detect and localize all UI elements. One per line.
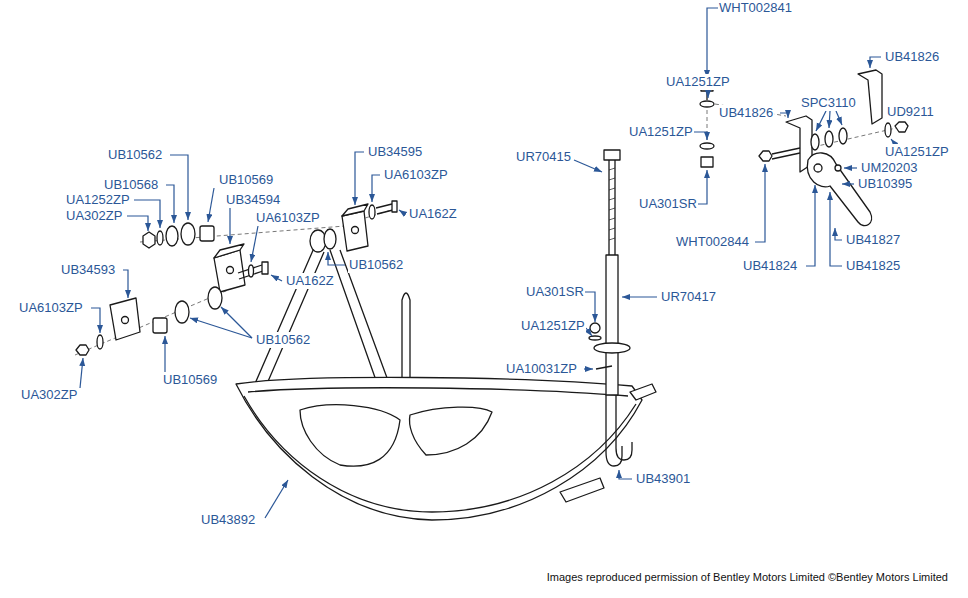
part-number: UA1251ZP bbox=[628, 124, 694, 140]
part-number: UA302ZP bbox=[65, 208, 123, 224]
part-number: UB10395 bbox=[857, 176, 913, 192]
part-number: UB34593 bbox=[60, 262, 116, 278]
part-number: UA301SR bbox=[638, 196, 698, 212]
part-number: UB10562 bbox=[255, 332, 311, 348]
part-number: UB34594 bbox=[225, 192, 281, 208]
part-number: UA6103ZP bbox=[255, 210, 321, 226]
part-number: UA1251ZP bbox=[520, 318, 586, 334]
part-number: UA162Z bbox=[285, 273, 335, 289]
part-number: WHT002841 bbox=[718, 0, 793, 16]
part-number: UA6103ZP bbox=[383, 167, 449, 183]
part-number: UB41826 bbox=[884, 49, 940, 65]
part-number: UA1251ZP bbox=[665, 74, 731, 90]
part-number: UM20203 bbox=[860, 160, 918, 176]
part-number: UA10031ZP bbox=[505, 361, 578, 377]
part-number: UA6103ZP bbox=[18, 300, 84, 316]
part-number: WHT002844 bbox=[675, 234, 750, 250]
part-number: UA301SR bbox=[525, 284, 585, 300]
part-number: UR70415 bbox=[515, 149, 572, 165]
part-number: UB43892 bbox=[200, 512, 256, 528]
part-number: UA302ZP bbox=[20, 387, 78, 403]
part-number: UB34595 bbox=[367, 144, 423, 160]
part-number: UB43901 bbox=[635, 471, 691, 487]
part-number: SPC3110 bbox=[800, 95, 857, 111]
part-number: UA1252ZP bbox=[65, 192, 131, 208]
line-art bbox=[75, 70, 908, 520]
part-number: UB10569 bbox=[162, 372, 218, 388]
part-number: UB10568 bbox=[103, 177, 159, 193]
copyright-caption: Images reproduced permission of Bentley … bbox=[547, 570, 948, 584]
part-number: UB10562 bbox=[348, 257, 404, 273]
part-number: UD9211 bbox=[886, 104, 935, 120]
part-number: UA1251ZP bbox=[884, 144, 950, 160]
leader-lines bbox=[80, 8, 904, 518]
part-number: UB41826 bbox=[718, 105, 774, 121]
part-number: UB41825 bbox=[845, 258, 901, 274]
part-number: UA162Z bbox=[408, 206, 458, 222]
part-number: UB10569 bbox=[218, 172, 274, 188]
part-number: UB41824 bbox=[742, 258, 798, 274]
part-number: UR70417 bbox=[660, 289, 717, 305]
part-number: UB10562 bbox=[107, 147, 163, 163]
part-number: UB41827 bbox=[845, 232, 901, 248]
